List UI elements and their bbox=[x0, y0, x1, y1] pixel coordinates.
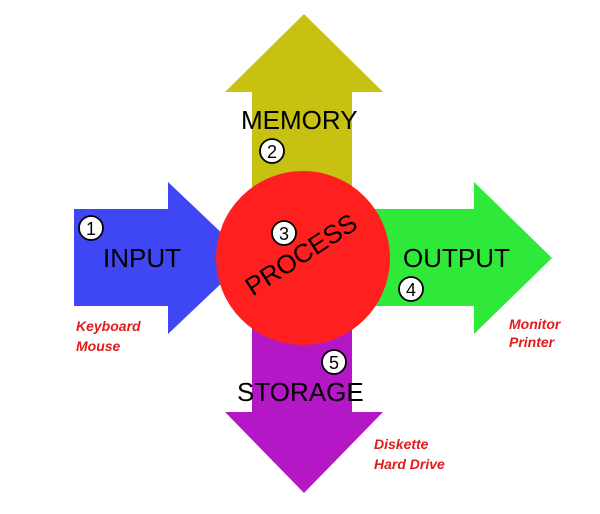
storage-note-line-1: Diskette bbox=[374, 436, 429, 452]
input-label: INPUT bbox=[103, 243, 181, 273]
step-5-badge: 5 bbox=[321, 349, 347, 375]
output-note-line-2: Printer bbox=[509, 334, 556, 350]
storage-note-line-2: Hard Drive bbox=[374, 456, 445, 472]
storage-arrow bbox=[225, 300, 383, 493]
input-note-line-2: Mouse bbox=[76, 338, 121, 354]
step-1-number: 1 bbox=[86, 219, 96, 239]
output-note-line-1: Monitor bbox=[509, 316, 562, 332]
output-label: OUTPUT bbox=[403, 243, 510, 273]
step-5-number: 5 bbox=[329, 353, 339, 373]
step-1-badge: 1 bbox=[78, 215, 104, 241]
storage-label: STORAGE bbox=[237, 377, 364, 407]
step-2-badge: 2 bbox=[259, 138, 285, 164]
step-3-number: 3 bbox=[279, 224, 289, 244]
process-circle bbox=[216, 171, 390, 345]
step-2-number: 2 bbox=[267, 142, 277, 162]
memory-label: MEMORY bbox=[241, 105, 358, 135]
step-4-badge: 4 bbox=[398, 276, 424, 302]
input-note-line-1: Keyboard bbox=[76, 318, 141, 334]
step-4-number: 4 bbox=[406, 280, 416, 300]
step-3-badge: 3 bbox=[271, 220, 297, 246]
input-arrow bbox=[74, 182, 248, 334]
